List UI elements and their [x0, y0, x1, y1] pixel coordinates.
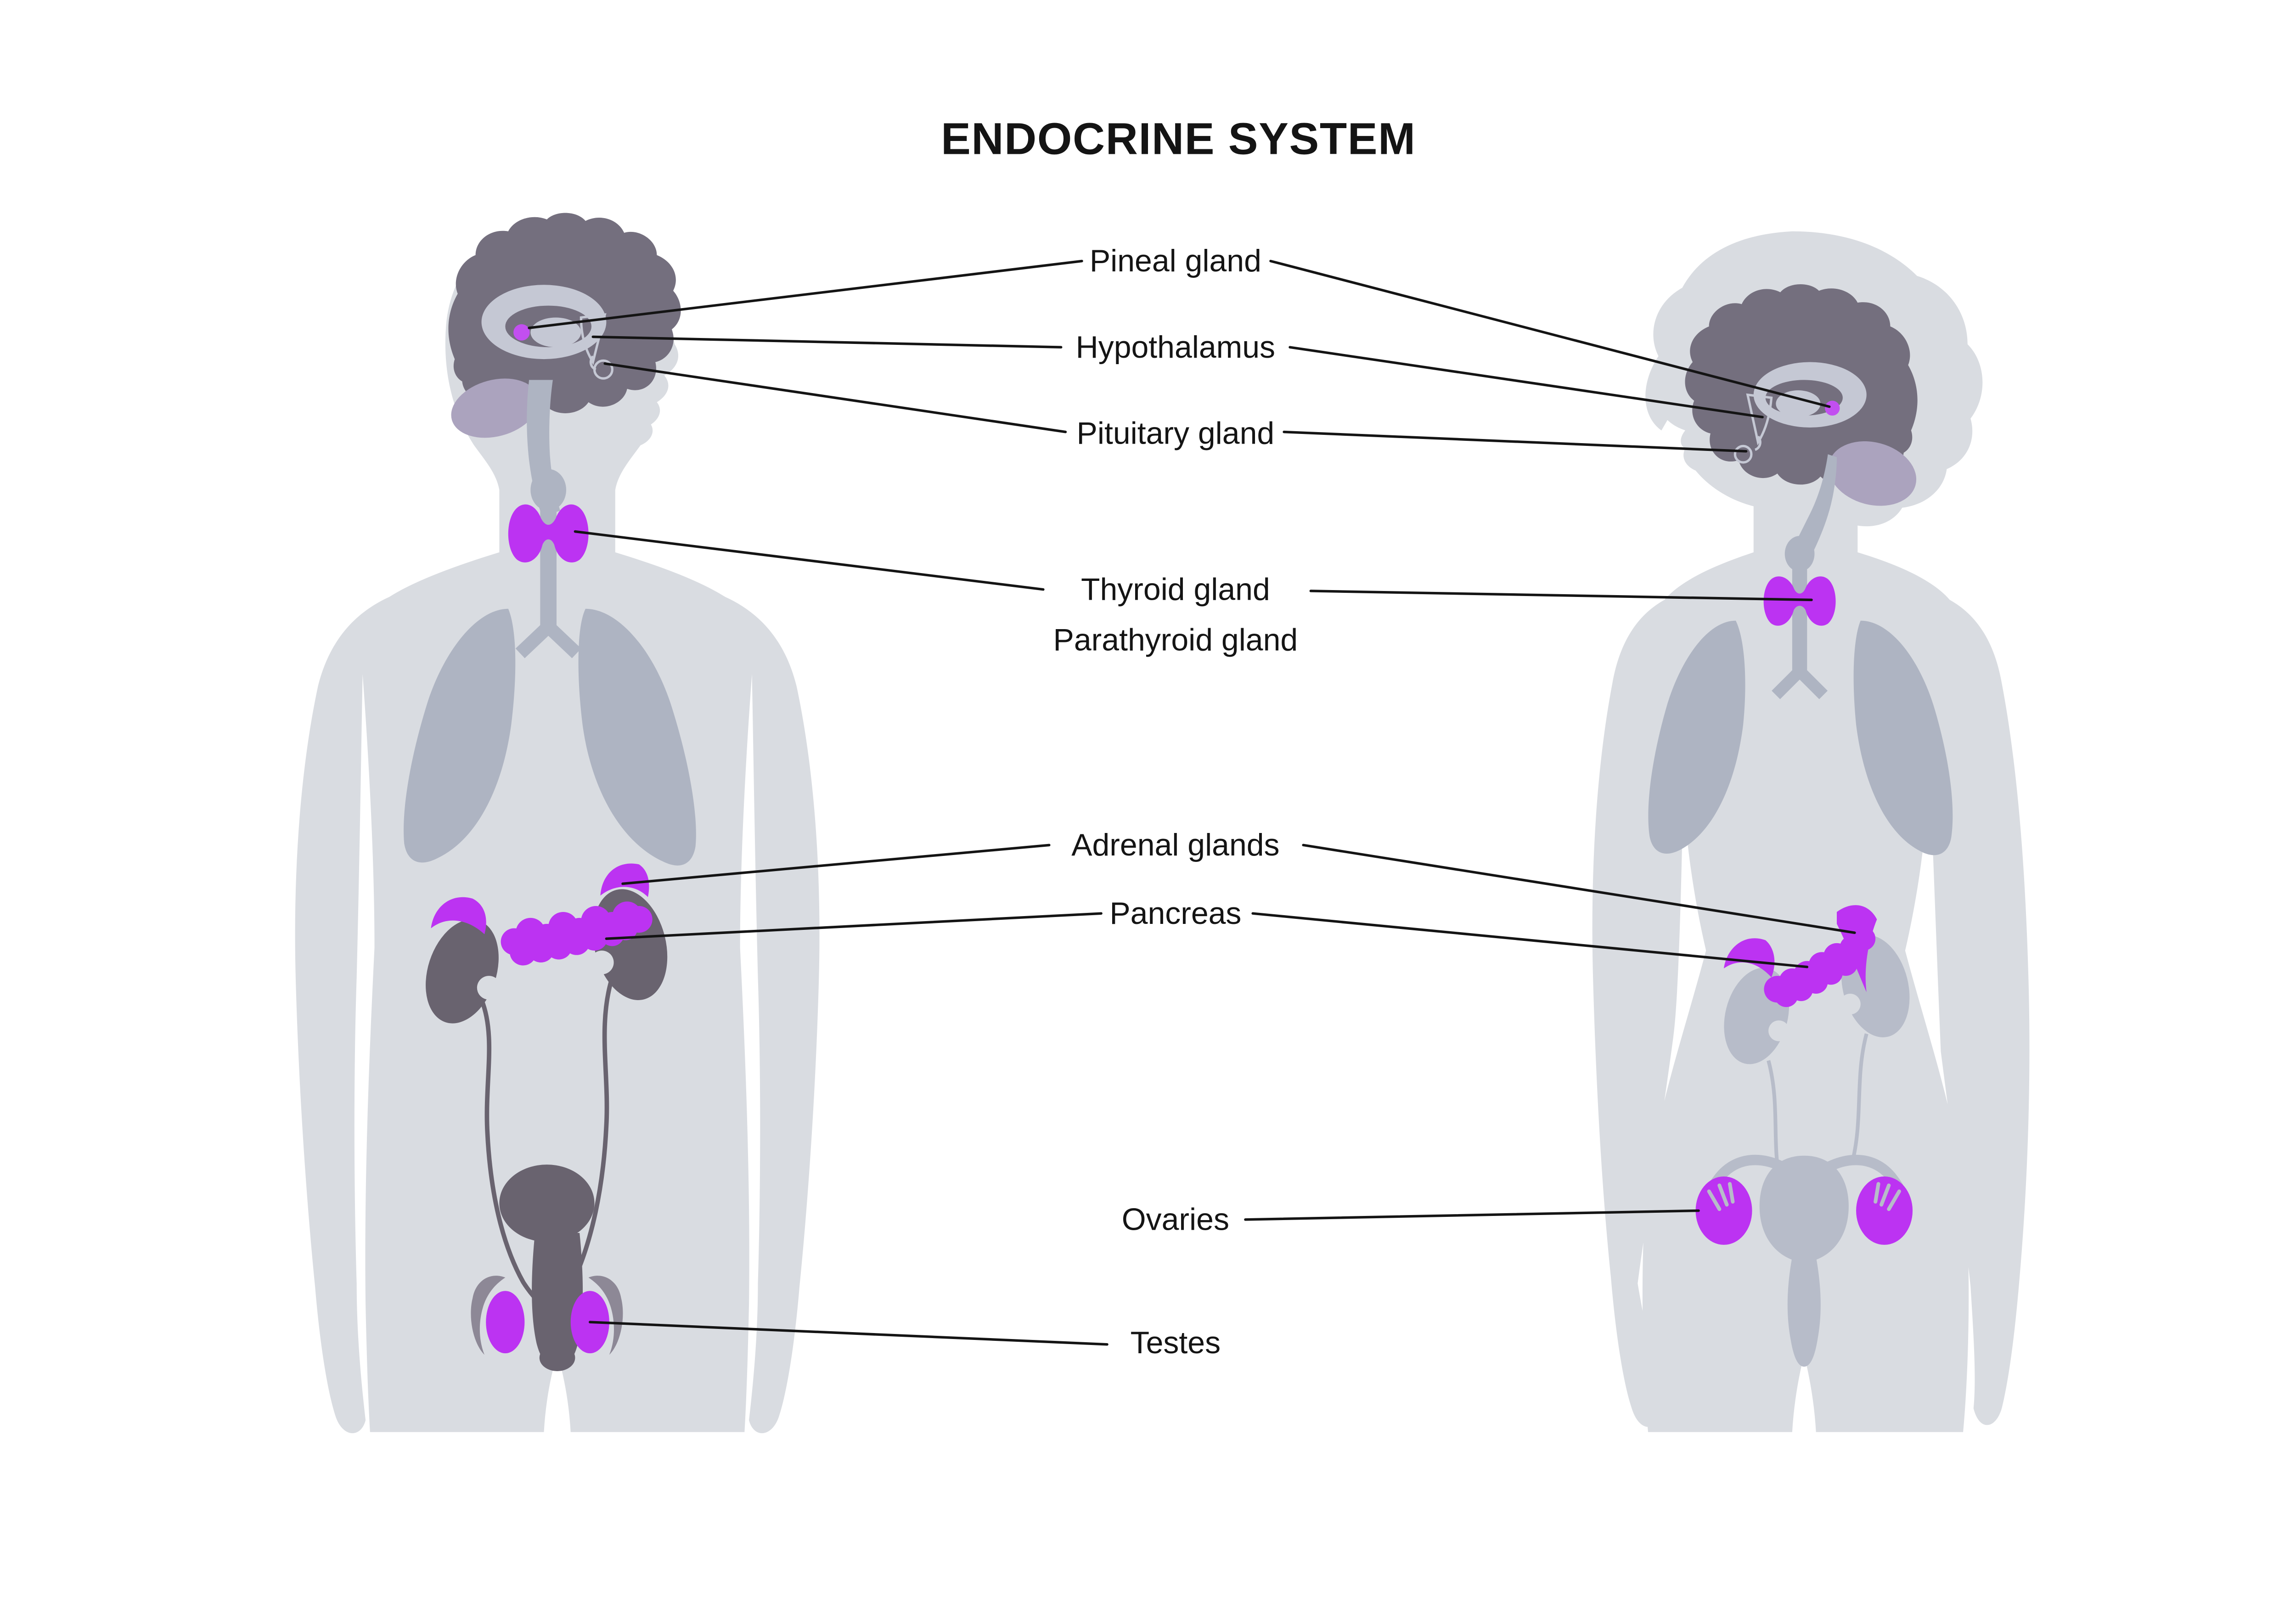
label-pancreas: Pancreas — [1109, 896, 1241, 931]
label-pineal-gland: Pineal gland — [1090, 243, 1261, 278]
label-parathyroid-gland: Parathyroid gland — [1053, 622, 1298, 657]
label-testes: Testes — [1131, 1325, 1221, 1360]
male-body-silhouette — [295, 222, 820, 1434]
ovary-left — [1695, 1176, 1752, 1245]
male-larynx — [530, 469, 567, 511]
hypothalamus-male — [580, 313, 607, 366]
leader-pineal-male — [528, 259, 1083, 329]
male-bronchi — [515, 622, 581, 658]
male-kidney-right-hilum — [590, 951, 614, 974]
figure-male — [295, 213, 820, 1434]
male-lung-right — [578, 608, 696, 866]
leader-pancreas-male — [605, 912, 1103, 940]
page-title: ENDOCRINE SYSTEM — [941, 113, 1416, 163]
leader-thyroid-male — [574, 530, 1045, 591]
pituitary-gland-female — [1733, 445, 1753, 464]
leader-pituitary-female — [1283, 430, 1748, 453]
female-kidney-left-hilum — [1768, 1020, 1790, 1041]
epididymis-right — [588, 1276, 623, 1355]
female-kidney-right-hilum — [1840, 993, 1861, 1015]
fimbriae-left — [1707, 1182, 1735, 1211]
leader-pancreas-female — [1251, 912, 1809, 968]
female-cerebellum — [1829, 441, 1917, 506]
pancreas-male — [501, 901, 653, 966]
label-column: Pineal gland Hypothalamus Pituitary glan… — [1053, 243, 1298, 1360]
male-cerebellum — [451, 378, 539, 438]
female-cervix-vagina — [1787, 1256, 1821, 1367]
pancreas-female — [1764, 927, 1876, 1007]
label-thyroid-gland: Thyroid gland — [1081, 572, 1270, 607]
pituitary-gland-male — [593, 359, 613, 380]
male-lung-left — [404, 608, 516, 863]
adrenal-gland-female-left — [1724, 938, 1775, 978]
female-lung-left — [1648, 620, 1745, 854]
leader-lines — [528, 259, 1856, 1346]
male-penis-tip — [539, 1344, 575, 1371]
hypothalamus-female — [1746, 393, 1773, 446]
male-trachea — [540, 495, 557, 633]
label-pituitary-gland: Pituitary gland — [1077, 416, 1275, 451]
leader-hypothalamus-female — [1289, 346, 1764, 419]
adrenal-gland-male-right — [600, 863, 649, 897]
pineal-gland-female — [1825, 400, 1840, 416]
female-ureter-right — [1850, 1033, 1868, 1165]
female-bronchi — [1772, 667, 1828, 699]
male-bladder — [499, 1165, 595, 1242]
epididymis-left — [471, 1276, 506, 1355]
female-brainstem — [1792, 454, 1837, 558]
label-adrenal-glands: Adrenal glands — [1071, 827, 1279, 862]
leader-adrenal-female — [1302, 844, 1856, 934]
female-body-silhouette — [1592, 231, 2030, 1432]
male-kidney-left-hilum — [477, 976, 501, 1000]
pineal-gland-male — [513, 324, 530, 341]
figure-female — [1592, 231, 2030, 1432]
male-ureter-left — [479, 999, 546, 1309]
female-trachea — [1792, 561, 1807, 677]
leader-thyroid-female — [1309, 590, 1813, 602]
label-ovaries: Ovaries — [1122, 1202, 1229, 1237]
leader-pituitary-male — [603, 362, 1067, 433]
leader-testes-male — [589, 1321, 1109, 1346]
leader-ovaries-female — [1244, 1209, 1700, 1221]
fimbriae-right — [1874, 1182, 1901, 1211]
leader-hypothalamus-male — [591, 335, 1063, 349]
leader-adrenal-male — [621, 844, 1051, 885]
label-hypothalamus: Hypothalamus — [1076, 330, 1275, 365]
female-lung-right — [1853, 620, 1953, 855]
ovary-right — [1856, 1176, 1913, 1245]
adrenal-gland-male-left — [431, 897, 486, 934]
male-kidney-left — [426, 919, 499, 1024]
uterus-female — [1759, 1155, 1849, 1263]
male-penis — [532, 1232, 583, 1368]
thyroid-gland-male — [508, 504, 589, 563]
leader-pineal-female — [1269, 259, 1831, 408]
thyroid-gland-female — [1763, 576, 1836, 626]
testis-left — [486, 1291, 525, 1354]
infundibulum-female — [1754, 435, 1761, 451]
female-thalamus — [1776, 390, 1821, 417]
